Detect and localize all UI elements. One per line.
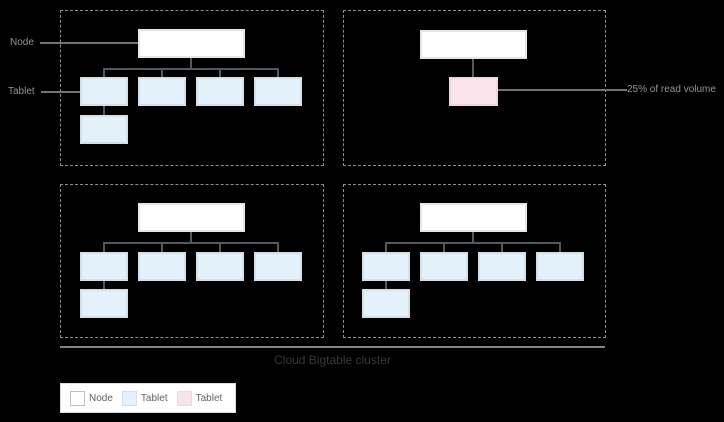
node-annotation-line [40, 42, 138, 44]
connector-line [219, 68, 221, 78]
legend-label-node: Node [89, 392, 113, 404]
tablet-box [196, 252, 244, 281]
tablet-box [80, 289, 128, 318]
hot-tablet-box [449, 77, 498, 106]
legend-item-hot-tablet: Tablet [176, 390, 223, 406]
connector-line [443, 242, 445, 253]
connector-line [103, 68, 105, 78]
connector-line [472, 59, 474, 77]
connector-line [103, 68, 279, 70]
connector-line [103, 106, 105, 115]
legend-label-tablet: Tablet [140, 392, 168, 404]
tablet-box [254, 77, 302, 106]
node-box [138, 203, 245, 232]
connector-line [277, 68, 279, 78]
node-swatch [70, 390, 85, 406]
cluster-boundary-line [60, 346, 605, 348]
node-box [420, 203, 527, 232]
connector-line [385, 242, 387, 253]
tablet-box [138, 252, 186, 281]
tablet-box [362, 252, 410, 281]
hot-tablet-swatch [176, 390, 192, 406]
connector-line [277, 242, 279, 253]
connector-line [161, 242, 163, 253]
node-box [420, 30, 527, 59]
connector-line [559, 242, 561, 253]
tablet-box [362, 289, 410, 318]
tablet-box [80, 252, 128, 281]
tablet-box [254, 252, 302, 281]
connector-line [472, 232, 474, 242]
connector-line [385, 281, 387, 289]
connector-line [103, 242, 279, 244]
connector-line [385, 242, 561, 244]
node-group-4 [343, 184, 606, 338]
node-annotation-label: Node [10, 37, 34, 48]
connector-line [190, 232, 192, 242]
legend-item-tablet: Tablet [121, 390, 168, 406]
tablet-box [80, 115, 128, 144]
tablet-annotation-label: Tablet [8, 86, 35, 97]
tablet-box [196, 77, 244, 106]
read-volume-annotation-line [498, 89, 627, 91]
node-group-3 [60, 184, 324, 338]
legend-item-node: Node [70, 390, 113, 406]
tablet-box [478, 252, 526, 281]
tablet-box [536, 252, 584, 281]
cluster-title: Cloud Bigtable cluster [274, 353, 391, 367]
node-group-1 [60, 10, 324, 166]
read-volume-annotation-label: 25% of read volume [627, 84, 716, 95]
node-group-2 [343, 10, 606, 166]
node-box [138, 29, 245, 58]
connector-line [219, 242, 221, 253]
legend: Node Tablet Tablet [60, 383, 236, 413]
tablet-box [80, 77, 128, 106]
tablet-box [138, 77, 186, 106]
connector-line [161, 68, 163, 78]
tablet-swatch [121, 390, 137, 406]
tablet-box [420, 252, 468, 281]
connector-line [501, 242, 503, 253]
connector-line [103, 242, 105, 253]
legend-label-hot-tablet: Tablet [195, 392, 223, 404]
connector-line [190, 58, 192, 68]
connector-line [103, 281, 105, 289]
